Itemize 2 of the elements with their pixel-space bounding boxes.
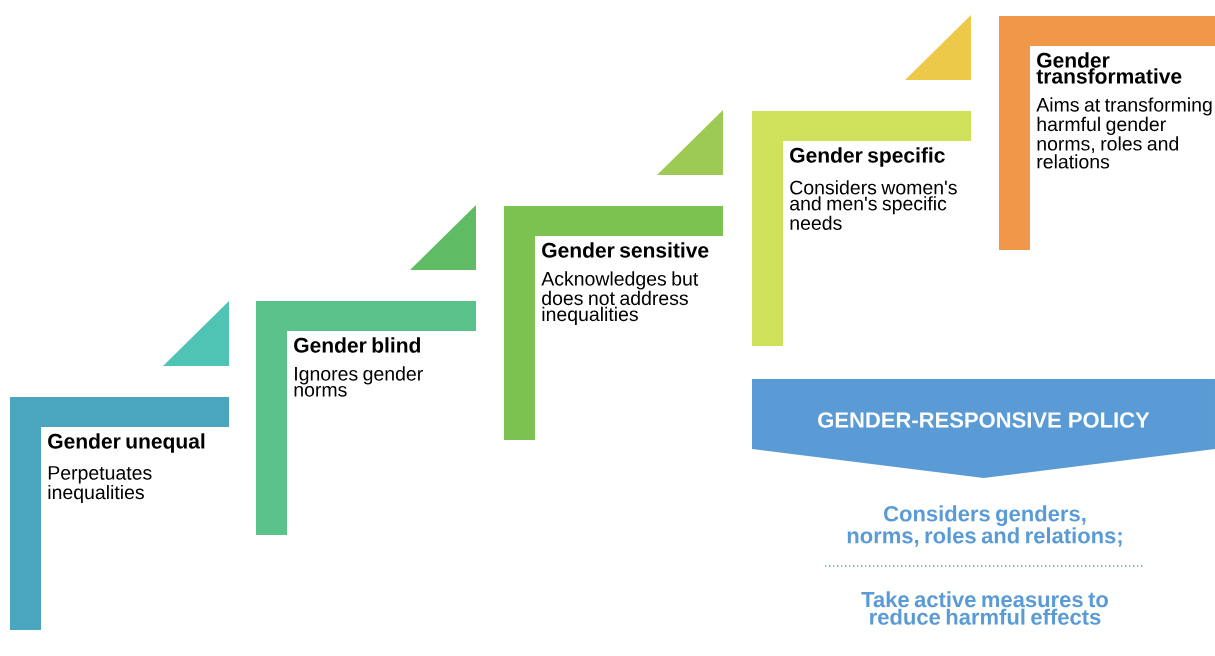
note-text: Considers genders, norms, roles and relations; <box>847 505 1122 547</box>
note-text: Take active measures to reduce harmful effects <box>861 591 1108 625</box>
